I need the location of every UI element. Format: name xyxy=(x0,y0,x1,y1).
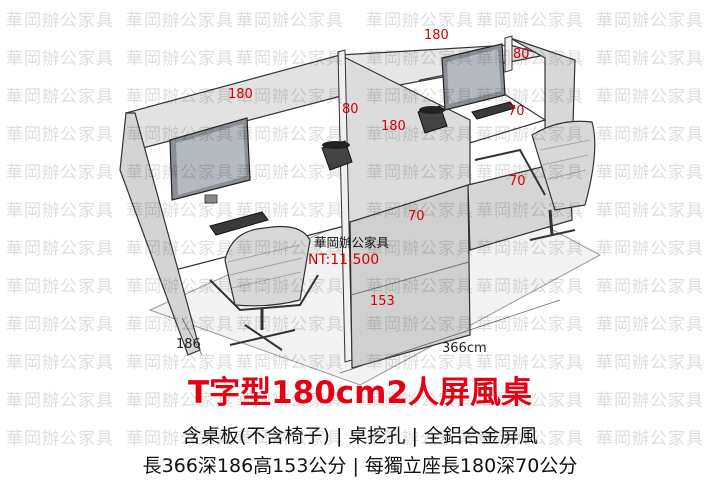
watermark-text: 華岡辦公家具 xyxy=(236,353,344,373)
watermark-text: 華岡辦公家具 xyxy=(6,353,114,373)
watermark-text: 華岡辦公家具 xyxy=(126,239,234,259)
watermark-text: 華岡辦公家具 xyxy=(366,353,474,373)
watermark-text: 華岡辦公家具 xyxy=(126,163,234,183)
chair-right xyxy=(474,120,596,241)
dim-depth-mid: 80 xyxy=(342,102,359,117)
watermark-text: 華岡辦公家具 xyxy=(366,277,474,297)
watermark-text: 華岡辦公家具 xyxy=(596,125,704,145)
subtitle-line-2: 長366深186高153公分 | 每獨立座長180深70公分 xyxy=(142,455,578,477)
watermark-text: 華岡辦公家具 xyxy=(6,429,114,449)
watermark-text: 華岡辦公家具 xyxy=(596,87,704,107)
watermark-text: 華岡辦公家具 xyxy=(236,49,344,69)
watermark-text: 華岡辦公家具 xyxy=(236,125,344,145)
watermark-text: 華岡辦公家具 xyxy=(6,201,114,221)
watermark-text: 華岡辦公家具 xyxy=(476,87,584,107)
watermark-text: 華岡辦公家具 xyxy=(596,353,704,373)
dim-top-width-left: 180 xyxy=(228,87,253,102)
product-title: T字型180cm2人屏風桌 xyxy=(187,375,533,411)
watermark-text: 華岡辦公家具 xyxy=(366,239,474,259)
watermark-text: 華岡辦公家具 xyxy=(6,49,114,69)
watermark-text: 華岡辦公家具 xyxy=(476,277,584,297)
price-label: NT:11,500 xyxy=(308,252,380,268)
phone-right xyxy=(417,105,448,134)
watermark-text: 華岡辦公家具 xyxy=(366,315,474,335)
brand-label: 華岡辦公家具 xyxy=(314,235,390,250)
watermark-text: 華岡辦公家具 xyxy=(236,11,344,31)
watermark-text: 華岡辦公家具 xyxy=(596,49,704,69)
watermark-text: 華岡辦公家具 xyxy=(236,239,344,259)
watermark-text: 華岡辦公家具 xyxy=(6,125,114,145)
watermark-text: 華岡辦公家具 xyxy=(366,49,474,69)
watermark-text: 華岡辦公家具 xyxy=(126,87,234,107)
watermark-text: 華岡辦公家具 xyxy=(596,11,704,31)
watermark-text: 華岡辦公家具 xyxy=(126,277,234,297)
watermark-text: 華岡辦公家具 xyxy=(596,239,704,259)
left-side-panel xyxy=(119,112,201,356)
dim-panel-height: 153 xyxy=(370,294,395,309)
watermark-text: 華岡辦公家具 xyxy=(236,429,344,449)
watermark-text: 華岡辦公家具 xyxy=(366,125,474,145)
dim-right-70-b: 70 xyxy=(509,174,526,189)
watermark-text: 華岡辦公家具 xyxy=(366,11,474,31)
watermark-text: 華岡辦公家具 xyxy=(6,163,114,183)
watermark-text: 華岡辦公家具 xyxy=(126,429,234,449)
watermark-text: 華岡辦公家具 xyxy=(236,87,344,107)
watermark-text: 華岡辦公家具 xyxy=(476,125,584,145)
watermark-text: 華岡辦公家具 xyxy=(476,49,584,69)
watermark-text: 華岡辦公家具 xyxy=(6,315,114,335)
watermark-text: 華岡辦公家具 xyxy=(6,239,114,259)
watermark-text: 華岡辦公家具 xyxy=(366,429,474,449)
watermark-text: 華岡辦公家具 xyxy=(6,87,114,107)
watermark-text: 華岡辦公家具 xyxy=(6,391,114,411)
watermark-text: 華岡辦公家具 xyxy=(366,201,474,221)
keyboard-right xyxy=(471,101,516,120)
watermark-text: 華岡辦公家具 xyxy=(476,353,584,373)
subtitle-line-1: 含桌板(不含椅子) | 桌挖孔 | 全鋁合金屏風 xyxy=(182,425,538,447)
watermark-text: 華岡辦公家具 xyxy=(596,277,704,297)
watermark-text: 華岡辦公家具 xyxy=(596,429,704,449)
dim-depth-right-top: 80 xyxy=(513,47,530,62)
watermark-text: 華岡辦公家具 xyxy=(366,163,474,183)
watermark-text: 華岡辦公家具 xyxy=(126,315,234,335)
phone-left xyxy=(321,140,353,171)
watermark-text: 華岡辦公家具 xyxy=(476,429,584,449)
keyboard-left xyxy=(209,211,269,236)
watermark-text: 華岡辦公家具 xyxy=(6,277,114,297)
watermark-text: 華岡辦公家具 xyxy=(126,391,234,411)
watermark-text: 華岡辦公家具 xyxy=(366,391,474,411)
watermark-text: 華岡辦公家具 xyxy=(476,239,584,259)
watermark-text: 華岡辦公家具 xyxy=(126,125,234,145)
watermark-text: 華岡辦公家具 xyxy=(236,163,344,183)
watermark-text: 華岡辦公家具 xyxy=(6,11,114,31)
watermark-text: 華岡辦公家具 xyxy=(366,87,474,107)
chair-left xyxy=(209,225,319,351)
watermark-text: 華岡辦公家具 xyxy=(126,49,234,69)
watermark-text: 華岡辦公家具 xyxy=(476,391,584,411)
dim-total-length: 366cm xyxy=(442,341,487,356)
watermark-text: 華岡辦公家具 xyxy=(596,163,704,183)
right-end-panel-edge xyxy=(504,35,513,73)
dim-side-depth: 186 xyxy=(176,337,201,352)
dim-top-width-right: 180 xyxy=(424,28,449,43)
watermark-text: 華岡辦公家具 xyxy=(476,11,584,31)
watermark-text: 華岡辦公家具 xyxy=(126,353,234,373)
front-panel xyxy=(349,184,471,369)
watermark-text: 華岡辦公家具 xyxy=(596,315,704,335)
watermark-text: 華岡辦公家具 xyxy=(236,277,344,297)
dim-height-mid: 180 xyxy=(381,119,406,134)
watermark-text: 華岡辦公家具 xyxy=(236,391,344,411)
watermark-text: 華岡辦公家具 xyxy=(126,201,234,221)
dim-right-70-a: 70 xyxy=(508,104,525,119)
watermark-text: 華岡辦公家具 xyxy=(596,391,704,411)
watermark-text: 華岡辦公家具 xyxy=(236,201,344,221)
watermark-text: 華岡辦公家具 xyxy=(476,315,584,335)
watermark-text: 華岡辦公家具 xyxy=(596,201,704,221)
watermark-text: 華岡辦公家具 xyxy=(476,163,584,183)
watermark-text: 華岡辦公家具 xyxy=(236,315,344,335)
watermark-text: 華岡辦公家具 xyxy=(126,11,234,31)
watermark-text: 華岡辦公家具 xyxy=(476,201,584,221)
dim-front-70: 70 xyxy=(408,209,425,224)
